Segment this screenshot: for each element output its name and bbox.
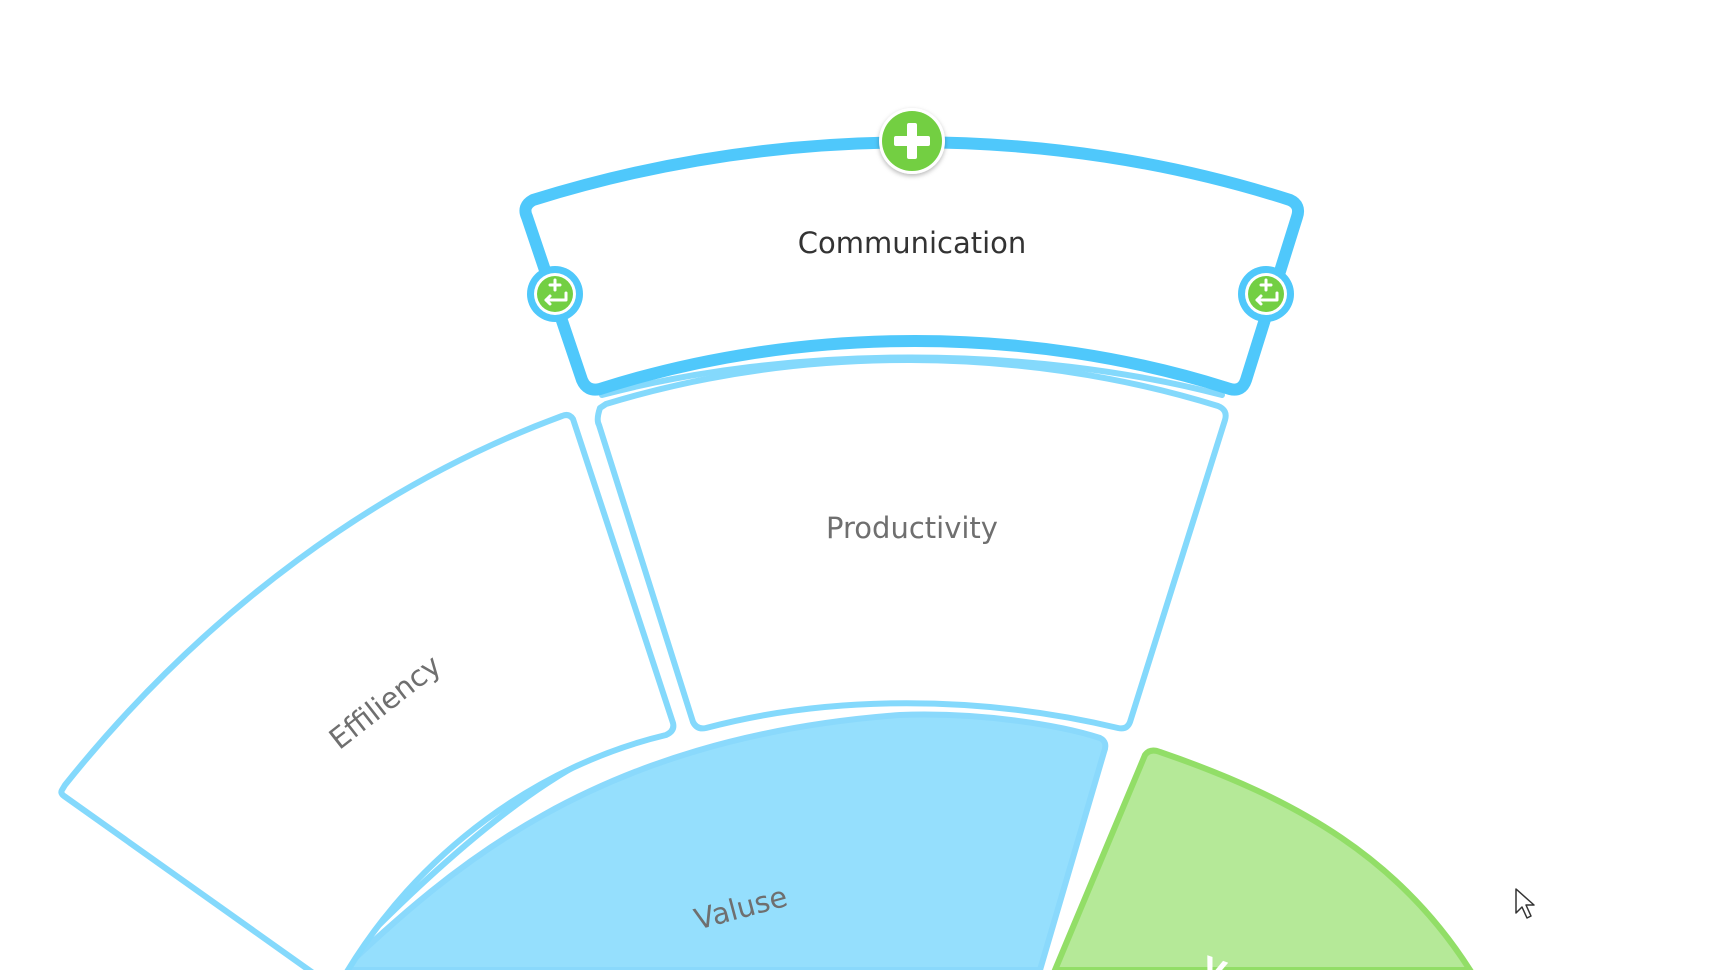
add-child-button[interactable] — [879, 108, 945, 174]
segment-productivity-label: Productivity — [826, 511, 998, 545]
mouse-pointer-icon — [1515, 888, 1535, 919]
segment-value[interactable]: Valuse — [310, 711, 1109, 970]
add-sibling-left-button[interactable] — [527, 266, 583, 322]
add-sibling-right-button[interactable] — [1238, 266, 1294, 322]
plus-icon — [894, 123, 930, 159]
productivity-outer-ring — [599, 354, 1225, 398]
add-sibling-icon — [544, 278, 568, 306]
segment-green[interactable]: V — [1051, 747, 1474, 970]
segment-productivity[interactable]: Productivity — [594, 357, 1229, 732]
segment-communication[interactable]: Communication — [519, 136, 1305, 396]
segment-efficiency[interactable]: Effiliency — [58, 412, 677, 970]
add-sibling-icon — [1255, 278, 1279, 306]
segment-communication-label: Communication — [798, 226, 1027, 260]
